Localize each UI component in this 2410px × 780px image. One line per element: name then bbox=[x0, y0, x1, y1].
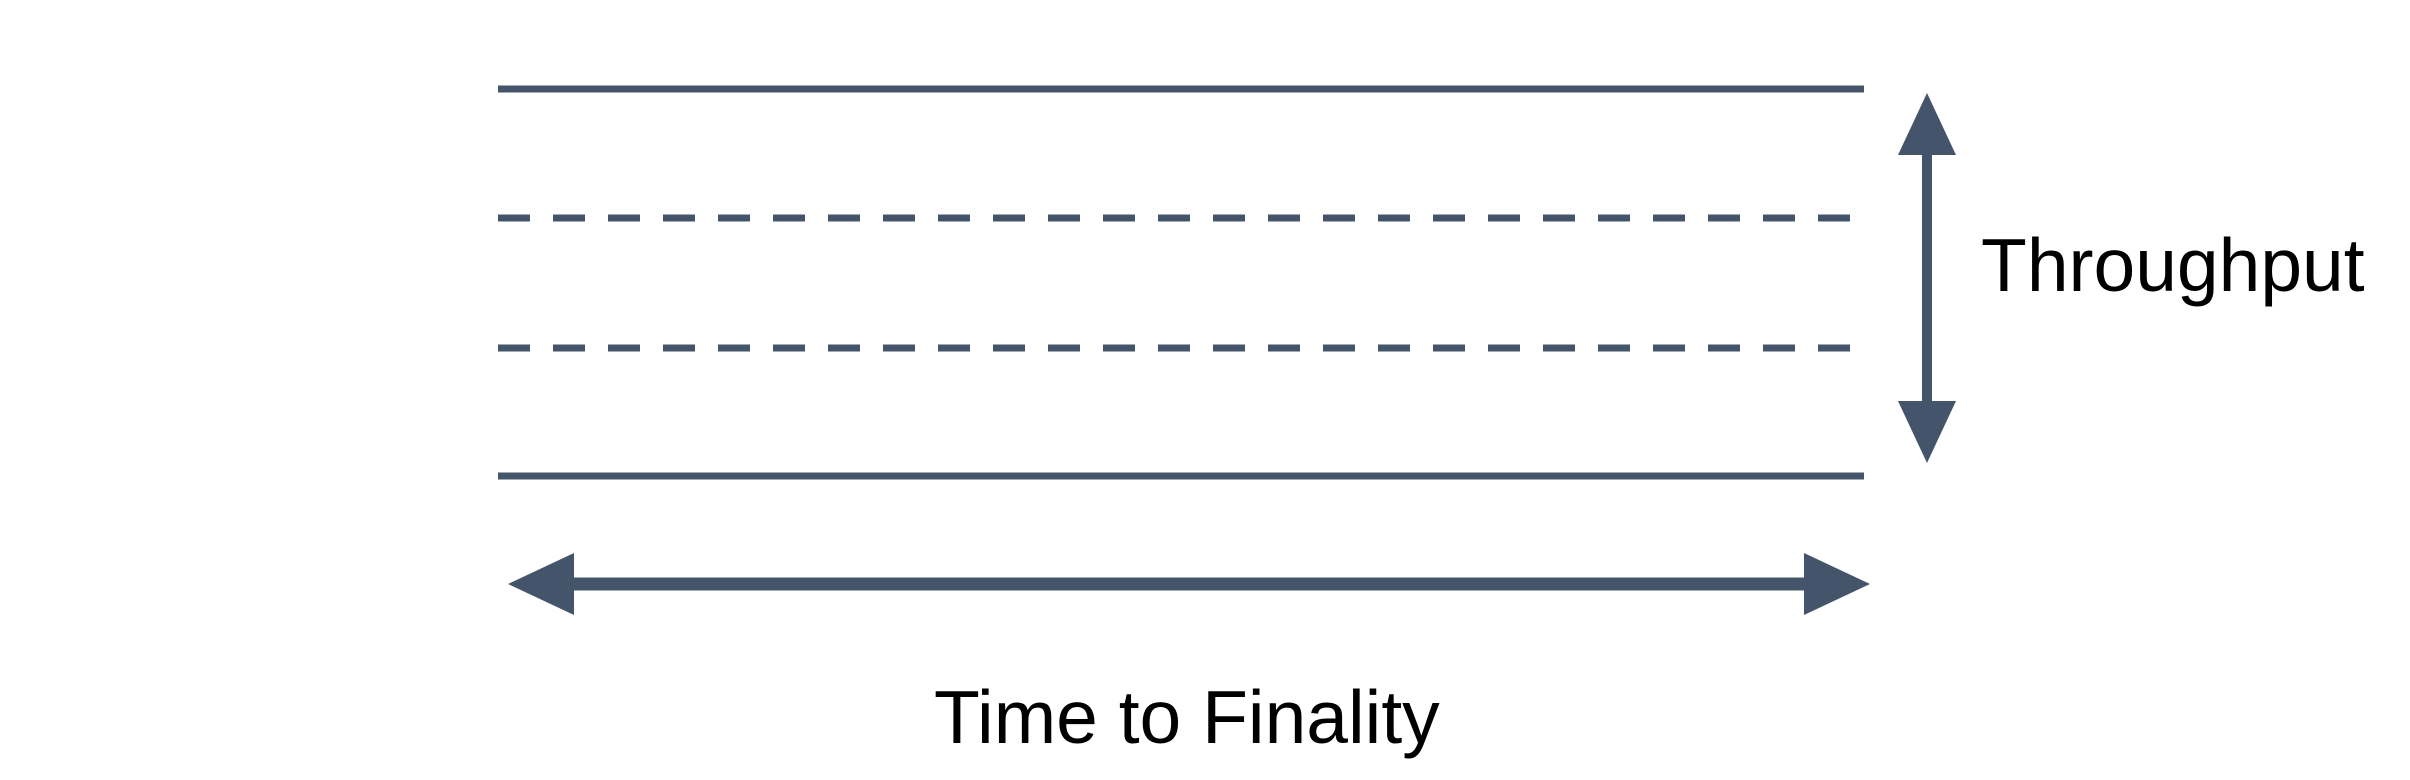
throughput-label: Throughput bbox=[1981, 223, 2365, 307]
time-to-finality-arrow-head-left bbox=[508, 553, 574, 615]
throughput-arrow-head-up bbox=[1898, 93, 1956, 155]
throughput-arrow bbox=[1898, 93, 1956, 463]
time-to-finality-arrow bbox=[508, 553, 1870, 615]
time-to-finality-label: Time to Finality bbox=[934, 675, 1440, 759]
throughput-arrow-shaft bbox=[1922, 155, 1932, 401]
band-lines bbox=[498, 85, 1864, 480]
throughput-arrow-head-down bbox=[1898, 401, 1956, 463]
time-to-finality-arrow-shaft bbox=[574, 577, 1804, 591]
time-to-finality-arrow-head-right bbox=[1804, 553, 1870, 615]
